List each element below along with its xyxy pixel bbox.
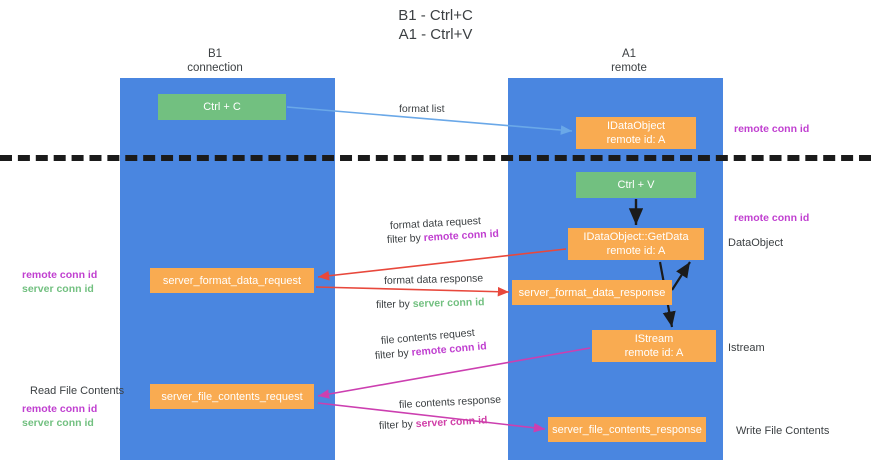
node-server-format-data-request[interactable]: server_format_data_request — [150, 268, 314, 293]
node-ctrl-c[interactable]: Ctrl + C — [158, 94, 286, 120]
node-ctrl-v[interactable]: Ctrl + V — [576, 172, 696, 198]
annotation-remote-conn-id-bottom-left: remote conn id — [22, 403, 98, 415]
phase-divider — [0, 155, 871, 161]
node-getdata-line1: IDataObject::GetData — [583, 231, 689, 243]
annotation-remote-conn-id-mid-left: remote conn id — [22, 269, 98, 281]
edge-file-contents-response — [317, 402, 546, 433]
edge-format-data-request — [317, 248, 567, 281]
node-idataobject-getdata[interactable]: IDataObject::GetData remote id: A — [568, 228, 704, 260]
lane-header-a1-sub: remote — [611, 62, 647, 74]
node-server-file-contents-response-label: server_file_contents_response — [552, 423, 702, 436]
node-getdata-line2: remote id: A — [606, 245, 666, 257]
annotation-conn-ids-bottom: remote conn id server conn id — [22, 402, 97, 430]
node-idataobject-line1: IDataObject — [606, 120, 666, 132]
lane-header-a1-name: A1 — [621, 48, 637, 60]
node-istream-line2: remote id: A — [624, 347, 684, 359]
node-server-file-contents-response[interactable]: server_file_contents_response — [548, 417, 706, 442]
node-server-format-data-request-label: server_format_data_request — [162, 274, 302, 287]
edge-response-to-getdata — [671, 261, 691, 291]
node-idataobject-line2: remote id: A — [606, 134, 666, 146]
lane-header-b1-sub: connection — [187, 62, 243, 74]
annotation-remote-conn-id-top: remote conn id — [734, 123, 810, 135]
lane-header-b1: B1 connection — [155, 47, 275, 75]
node-ctrl-c-label: Ctrl + C — [203, 101, 241, 113]
lane-header-a1: A1 remote — [555, 47, 703, 75]
edge-label-format-data-response-filter: filter by server conn id — [376, 295, 485, 312]
annotation-istream: Istream — [728, 342, 765, 354]
node-idataobject[interactable]: IDataObject remote id: A — [576, 117, 696, 149]
edge-format-list — [286, 106, 573, 135]
annotation-server-conn-id-mid-left: server conn id — [22, 283, 94, 295]
filter-key-server-conn-id: server conn id — [412, 296, 485, 311]
edge-label-format-data-response: format data response — [383, 272, 484, 287]
node-server-file-contents-request[interactable]: server_file_contents_request — [150, 384, 314, 409]
title-line-1: B1 - Ctrl+C — [398, 7, 473, 24]
filter-prefix: filter by — [374, 346, 413, 362]
annotation-server-conn-id-bottom-left: server conn id — [22, 417, 94, 429]
title-line-2: A1 - Ctrl+V — [398, 26, 473, 43]
filter-prefix: filter by — [386, 231, 425, 246]
node-ctrl-v-label: Ctrl + V — [617, 179, 655, 191]
filter-prefix: filter by — [375, 298, 413, 311]
edge-label-format-list: format list — [399, 103, 445, 115]
node-istream[interactable]: IStream remote id: A — [592, 330, 716, 362]
node-server-format-data-response[interactable]: server_format_data_response — [512, 280, 672, 305]
node-server-file-contents-request-label: server_file_contents_request — [161, 390, 303, 403]
filter-key-server-conn-id: server conn id — [415, 414, 488, 431]
annotation-dataobject: DataObject — [728, 237, 784, 249]
annotation-write-file-contents: Write File Contents — [736, 425, 830, 437]
node-server-format-data-response-label: server_format_data_response — [518, 286, 666, 299]
edge-file-contents-request — [317, 347, 591, 399]
filter-prefix: filter by — [378, 418, 417, 432]
annotation-conn-ids-mid: remote conn id server conn id — [22, 268, 97, 296]
page-title: B1 - Ctrl+C A1 - Ctrl+V — [0, 6, 871, 44]
edge-format-data-response — [315, 286, 510, 297]
annotation-remote-conn-id-mid: remote conn id — [734, 212, 810, 224]
node-istream-line1: IStream — [634, 333, 674, 345]
lane-header-b1-name: B1 — [207, 48, 223, 60]
annotation-read-file-contents: Read File Contents — [30, 385, 125, 397]
